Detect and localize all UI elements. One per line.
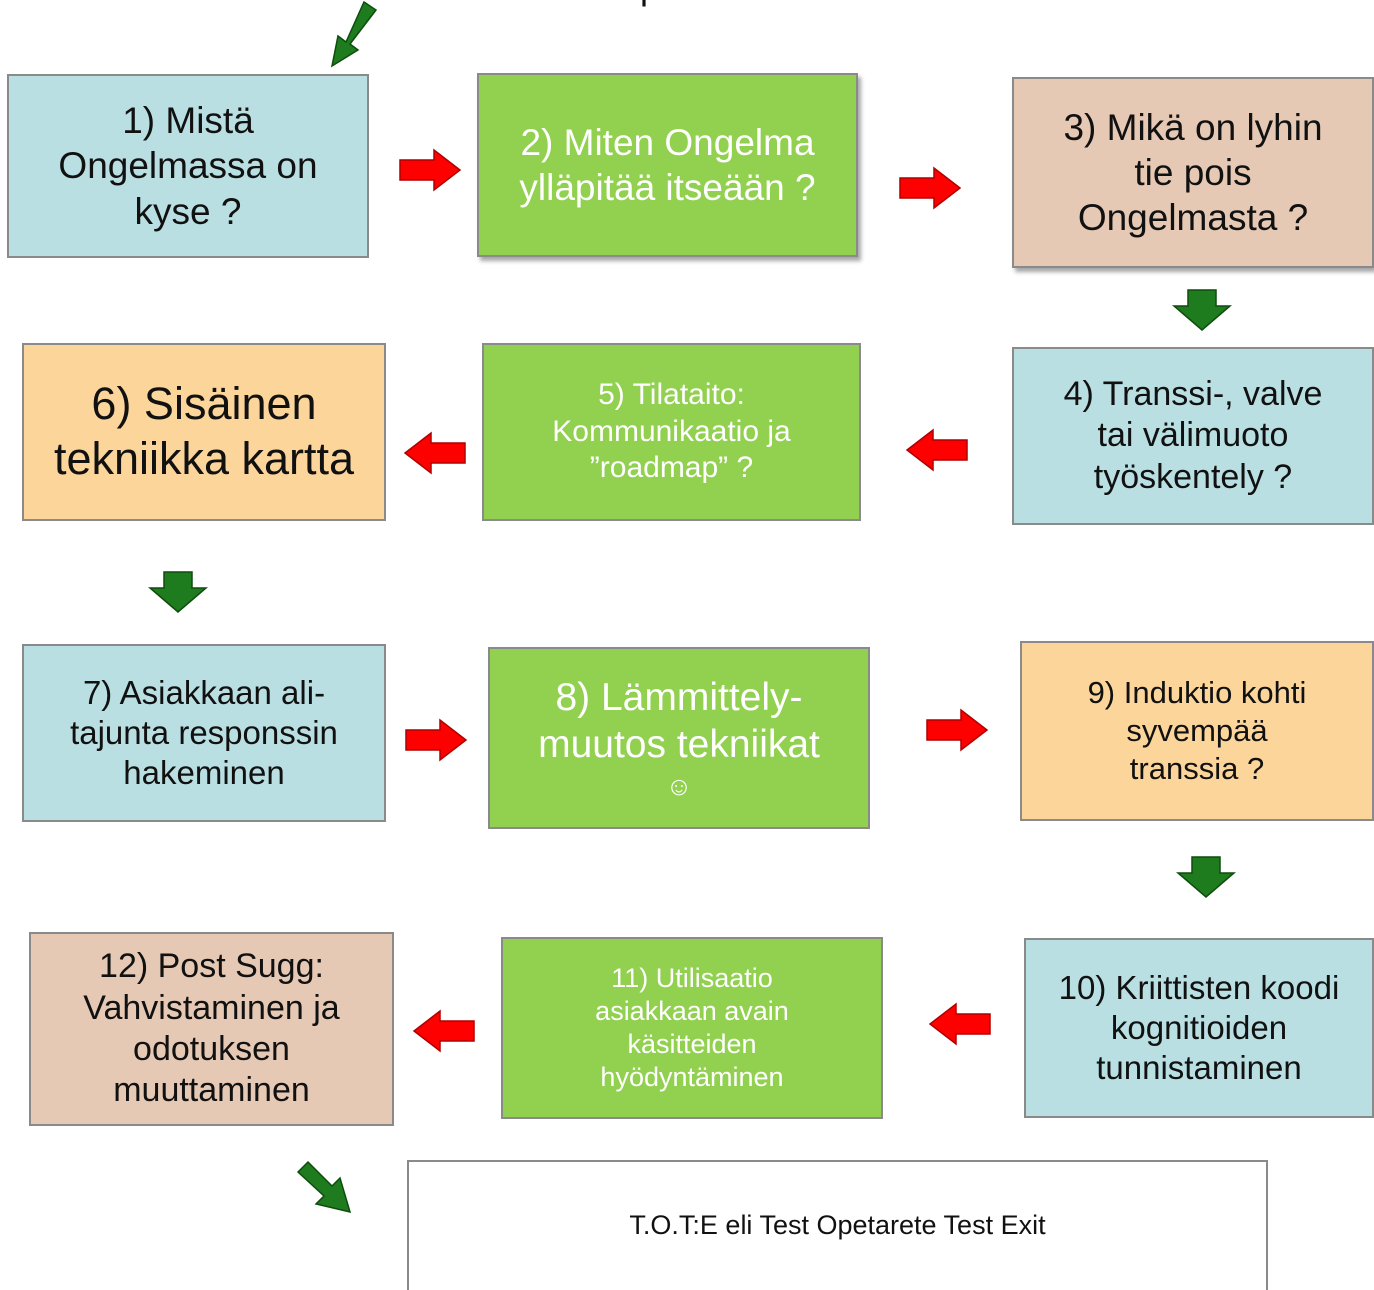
step-1-text: 1) Mistä Ongelmassa on kyse ? — [58, 100, 318, 232]
arrow-right-icon — [399, 148, 462, 192]
arrow-left-icon — [905, 428, 968, 472]
step-10-text: 10) Kriittisten koodi kognitioiden tunni… — [1058, 968, 1340, 1087]
step-10-box: 10) Kriittisten koodi kognitioiden tunni… — [1024, 938, 1374, 1118]
step-2-text: 2) Miten Ongelma ylläpitää itseään ? — [519, 121, 816, 208]
step-8-box: 8) Lämmittely- muutos tekniikat ☺ — [488, 647, 870, 829]
arrow-diagonal-icon — [296, 1160, 352, 1214]
step-4-box: 4) Transsi-, valve tai välimuoto työsken… — [1012, 347, 1374, 525]
step-5-text: 5) Tilataito: Kommunikaatio ja ”roadmap”… — [552, 378, 791, 485]
step-5-box: 5) Tilataito: Kommunikaatio ja ”roadmap”… — [482, 343, 861, 521]
arrow-down-icon — [1172, 289, 1232, 331]
arrow-down-icon — [1176, 856, 1236, 898]
step-7-text: 7) Asiakkaan ali- tajunta responssin hak… — [70, 673, 338, 792]
step-1-box: 1) Mistä Ongelmassa on kyse ? — [7, 74, 369, 258]
step-9-text: 9) Induktio kohti syvempää transsia ? — [1087, 675, 1307, 786]
step-3-box: 3) Mikä on lyhin tie pois Ongelmasta ? — [1012, 77, 1374, 268]
arrow-down-icon — [148, 571, 208, 613]
arrow-right-icon — [899, 166, 962, 210]
step-8-text: 8) Lämmittely- muutos tekniikat — [538, 675, 820, 767]
tote-exit-box: T.O.T:E eli Test Opetarete Test Exit — [407, 1160, 1268, 1290]
arrow-right-icon — [405, 718, 468, 762]
step-9-box: 9) Induktio kohti syvempää transsia ? — [1020, 641, 1374, 821]
step-4-text: 4) Transsi-, valve tai välimuoto työsken… — [1063, 374, 1323, 496]
step-12-box: 12) Post Sugg: Vahvistaminen ja odotukse… — [29, 932, 394, 1126]
step-11-text: 11) Utilisaatio asiakkaan avain käsittei… — [595, 963, 789, 1092]
step-6-box: 6) Sisäinen tekniikka kartta — [22, 343, 386, 521]
step-11-box: 11) Utilisaatio asiakkaan avain käsittei… — [501, 937, 883, 1119]
step-2-box: 2) Miten Ongelma ylläpitää itseään ? — [477, 73, 858, 257]
step-12-text: 12) Post Sugg: Vahvistaminen ja odotukse… — [83, 947, 340, 1110]
step-6-text: 6) Sisäinen tekniikka kartta — [53, 378, 355, 484]
step-7-box: 7) Asiakkaan ali- tajunta responssin hak… — [22, 644, 386, 822]
step-8-emoji: ☺ — [665, 770, 693, 801]
arrow-right-icon — [926, 708, 989, 752]
step-3-text: 3) Mikä on lyhin tie pois Ongelmasta ? — [1063, 106, 1323, 239]
tote-exit-text: T.O.T:E eli Test Opetarete Test Exit — [629, 1210, 1046, 1240]
title-fragment: p — [640, 0, 700, 7]
arrow-left-icon — [403, 431, 466, 475]
arrow-left-icon — [412, 1009, 475, 1053]
arrow-left-icon — [928, 1002, 991, 1046]
entry-arrow-icon — [330, 0, 378, 68]
